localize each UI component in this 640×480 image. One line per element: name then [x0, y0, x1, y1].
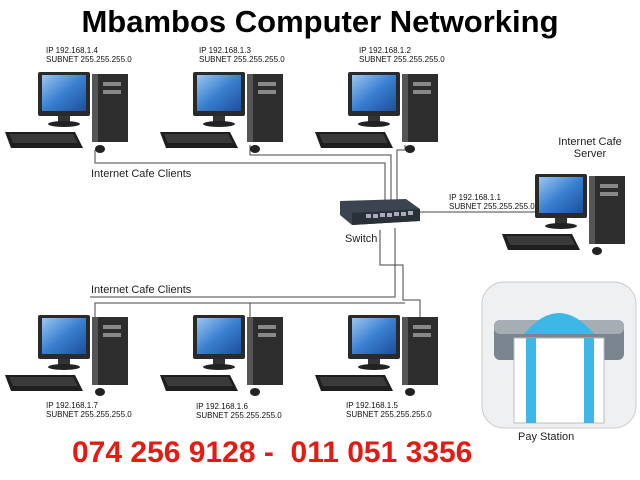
server-label-line1: Internet Cafe	[558, 136, 622, 148]
switch-icon	[340, 199, 420, 225]
subnet-label: SUBNET 255.255.255.0	[346, 410, 432, 419]
server-label-line2: Server	[573, 148, 607, 160]
ip-label: IP 192.168.1.5	[346, 401, 398, 410]
contact-phone-numbers: 074 256 9128 - 011 051 3356	[72, 436, 473, 469]
client-computer-6	[313, 313, 448, 398]
subnet-label: SUBNET 255.255.255.0	[46, 55, 132, 64]
subnet-label: SUBNET 255.255.255.0	[359, 55, 445, 64]
client-computer-4	[3, 313, 138, 398]
page-title: Mbambos Computer Networking	[81, 4, 559, 39]
client-computer-2	[158, 70, 293, 155]
group-label-top: Internet Cafe Clients	[91, 168, 192, 180]
client-computer-3	[313, 70, 448, 155]
ip-label: IP 192.168.1.6	[196, 402, 248, 411]
ip-label: IP 192.168.1.1	[449, 193, 501, 202]
ip-label: IP 192.168.1.2	[359, 46, 411, 55]
client-computer-5	[158, 313, 293, 398]
subnet-label: SUBNET 255.255.255.0	[449, 202, 535, 211]
subnet-label: SUBNET 255.255.255.0	[199, 55, 285, 64]
pay-station-icon	[481, 281, 637, 429]
subnet-label: SUBNET 255.255.255.0	[196, 411, 282, 420]
group-label-bottom: Internet Cafe Clients	[91, 284, 192, 296]
pay-station-label: Pay Station	[518, 431, 575, 443]
ip-label: IP 192.168.1.7	[46, 401, 98, 410]
client-computer-1	[3, 70, 138, 155]
subnet-label: SUBNET 255.255.255.0	[46, 410, 132, 419]
ip-label: IP 192.168.1.3	[199, 46, 251, 55]
ip-label: IP 192.168.1.4	[46, 46, 98, 55]
server-computer	[500, 172, 635, 257]
switch-label: Switch	[345, 233, 378, 245]
